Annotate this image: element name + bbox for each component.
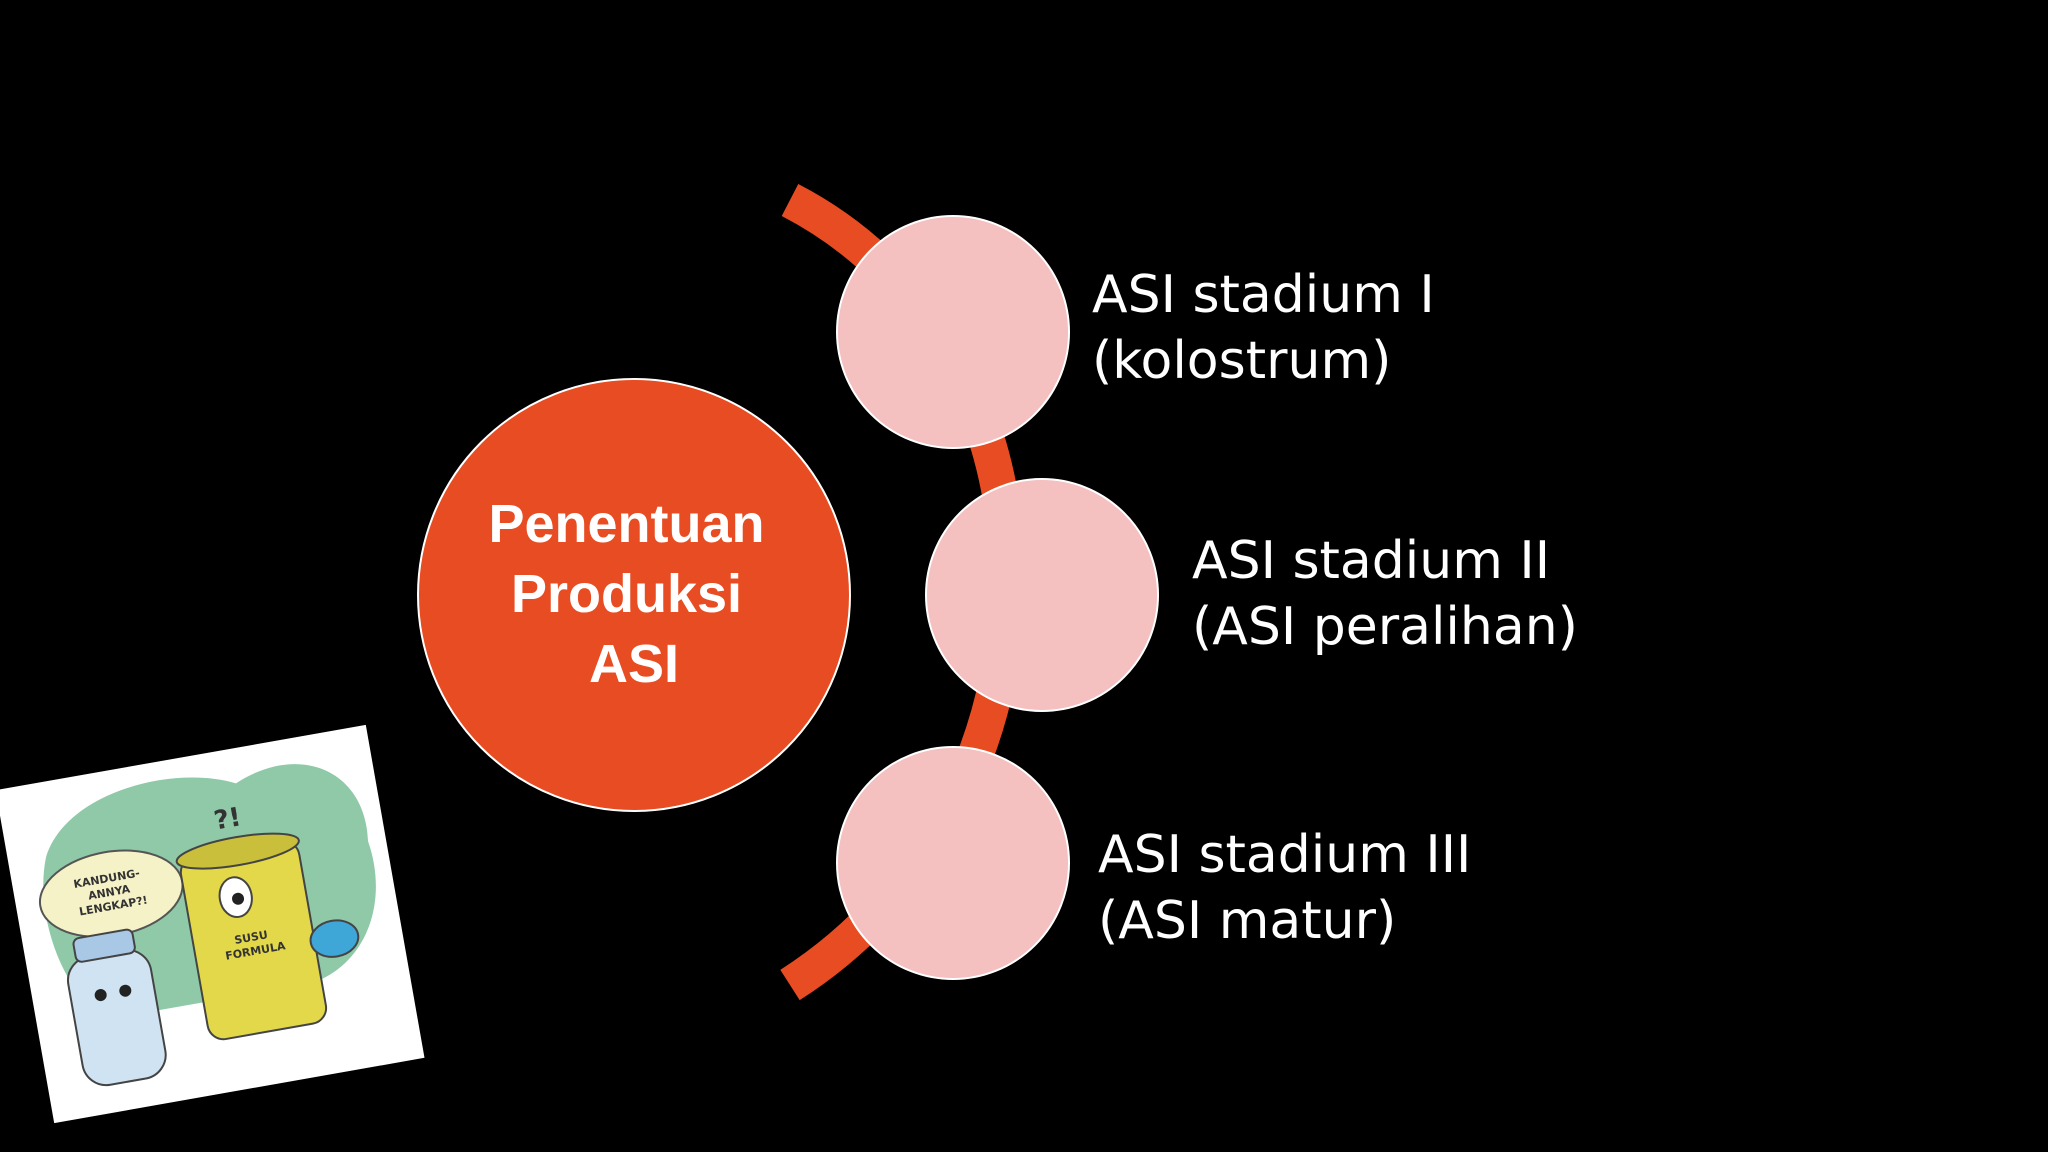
question-mark-text: ?! <box>212 802 244 836</box>
bottle-eye-right <box>119 984 132 997</box>
stage-label-3-line-2: (ASI matur) <box>1098 891 1396 951</box>
stage-label-2: ASI stadium II (ASI peralihan) <box>1192 531 1578 657</box>
scoop-shape <box>309 919 360 958</box>
stage-label-2-line-1: ASI stadium II <box>1192 531 1550 591</box>
stage-node-1 <box>836 215 1070 449</box>
stage-label-3-line-1: ASI stadium III <box>1098 825 1471 885</box>
stage-label-1-line-1: ASI stadium I <box>1092 265 1435 325</box>
stage-label-3: ASI stadium III (ASI matur) <box>1098 825 1488 951</box>
stage-label-1: ASI stadium I (kolostrum) <box>1092 265 1451 391</box>
center-label-line-1: Penentuan <box>488 494 764 554</box>
cartoon-sticker: KANDUNG- ANNYA LENGKAP?! SUSU FORMULA ?! <box>0 724 425 1124</box>
center-label-line-3: ASI <box>589 634 679 694</box>
stage-node-2 <box>925 478 1159 712</box>
stage-node-3 <box>836 746 1070 980</box>
center-label-line-2: Produksi <box>511 564 742 624</box>
center-node <box>417 378 851 812</box>
bottle-eye-left <box>94 989 107 1002</box>
speech-bubble-text: KANDUNG- ANNYA LENGKAP?! <box>72 866 149 919</box>
center-label: Penentuan Produksi ASI <box>488 494 779 694</box>
bottle-cap-shape <box>72 928 136 963</box>
stage-label-1-line-2: (kolostrum) <box>1092 331 1391 391</box>
formula-can-line-1: SUSU <box>233 928 268 947</box>
formula-can-lid <box>175 832 300 870</box>
stage-label-2-line-2: (ASI peralihan) <box>1192 597 1578 657</box>
formula-can-pupil <box>232 892 245 905</box>
